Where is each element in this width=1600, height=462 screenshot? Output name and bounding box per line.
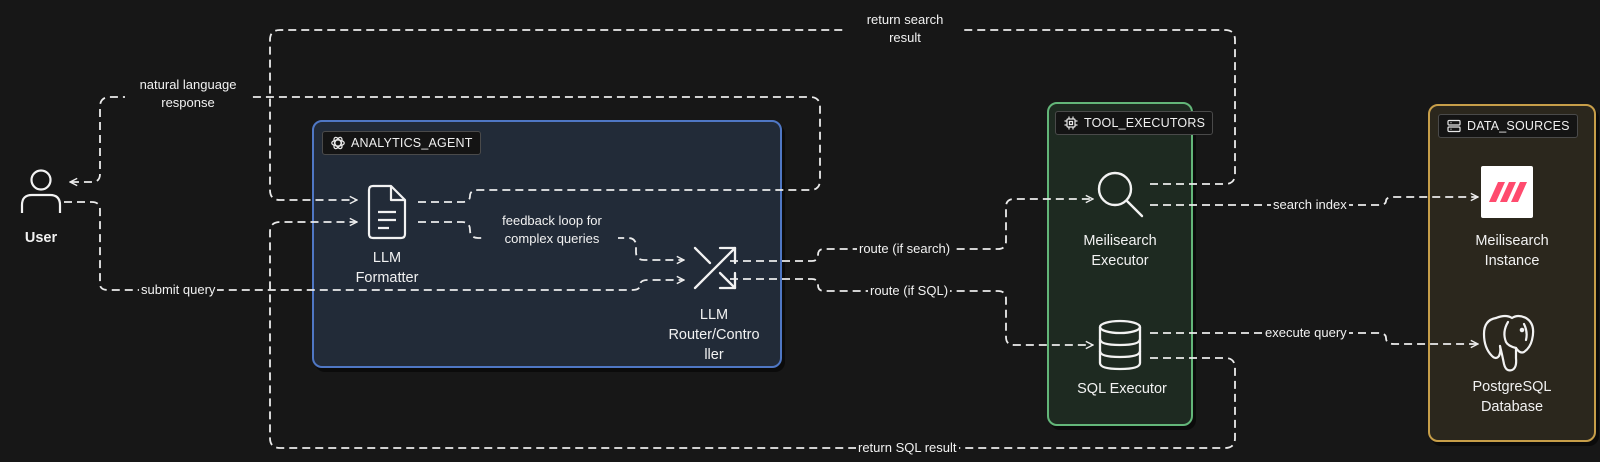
natural-language-response-edge — [70, 96, 821, 203]
document-icon — [367, 184, 407, 240]
search-index-label: search index — [1271, 196, 1349, 214]
meilisearch-executor-label: Meilisearch Executor — [1060, 231, 1180, 271]
search-index-edge — [1150, 197, 1478, 206]
tool-executors-group — [1047, 102, 1193, 426]
feedback-loop-line-2: complex queries — [504, 231, 600, 246]
llm-router-line-1: LLM — [699, 307, 729, 323]
data-sources-chip: DATA_SOURCES — [1438, 114, 1578, 138]
execute-query-edge — [1150, 332, 1478, 344]
return-sql-result-label: return SQL result — [856, 439, 959, 457]
analytics-agent-label: ANALYTICS_AGENT — [351, 136, 473, 150]
meilisearch-logo — [1481, 166, 1533, 218]
llm-formatter-line-2: Formatter — [355, 270, 419, 286]
return-search-result-line-2: result — [889, 30, 921, 45]
execute-query-label: execute query — [1263, 324, 1349, 342]
search-icon — [1097, 171, 1144, 218]
shuffle-icon — [693, 246, 737, 290]
analytics-agent-chip: ANALYTICS_AGENT — [322, 131, 481, 155]
feedback-loop-edge — [418, 221, 684, 260]
route-if-search-label: route (if search) — [857, 240, 953, 258]
submit-query-label: submit query — [139, 281, 218, 299]
route-if-search-edge — [730, 199, 1093, 262]
sql-executor-label: SQL Executor — [1077, 381, 1167, 397]
data-sources-label: DATA_SOURCES — [1467, 119, 1570, 133]
tool-executors-label: TOOL_EXECUTORS — [1084, 116, 1206, 130]
openai-icon — [331, 136, 345, 150]
postgresql-database-line-2: Database — [1480, 399, 1544, 415]
llm-router-line-2: Router/Contro — [668, 327, 760, 343]
llm-formatter-label: LLM Formatter — [335, 248, 439, 288]
route-if-sql-label: route (if SQL) — [868, 282, 951, 300]
postgresql-database-line-1: PostgreSQL — [1472, 379, 1552, 395]
user-label: User — [24, 230, 58, 246]
meilisearch-instance-label: Meilisearch Instance — [1450, 231, 1574, 271]
natural-language-response-label: natural language response — [125, 76, 251, 112]
tool-executors-chip: TOOL_EXECUTORS — [1055, 111, 1214, 135]
meilisearch-instance-line-1: Meilisearch — [1475, 233, 1549, 249]
llm-router-line-3: ller — [704, 347, 724, 363]
meilisearch-executor-line-2: Executor — [1091, 253, 1149, 269]
database-icon — [1098, 319, 1142, 371]
feedback-loop-label: feedback loop for complex queries — [486, 212, 618, 248]
return-search-result-line-1: return search — [866, 12, 944, 27]
route-if-sql-edge — [730, 278, 1093, 345]
chip-icon — [1064, 116, 1078, 130]
server-icon — [1447, 119, 1461, 133]
natural-language-response-line-2: response — [161, 95, 215, 110]
natural-language-response-line-1: natural language — [139, 77, 237, 92]
postgresql-database-label: PostgreSQL Database — [1450, 377, 1574, 417]
llm-formatter-line-1: LLM — [372, 250, 402, 266]
meilisearch-instance-line-2: Instance — [1484, 253, 1540, 269]
postgresql-logo — [1482, 314, 1535, 372]
return-search-result-edge — [269, 29, 1236, 200]
meilisearch-executor-line-1: Meilisearch — [1083, 233, 1157, 249]
llm-router-label: LLM Router/Contro ller — [650, 305, 778, 365]
data-sources-group — [1428, 104, 1596, 442]
user-icon — [20, 169, 62, 213]
return-sql-result-edge — [269, 222, 1236, 449]
feedback-loop-line-1: feedback loop for — [502, 213, 602, 228]
return-search-result-label: return search result — [846, 11, 964, 47]
